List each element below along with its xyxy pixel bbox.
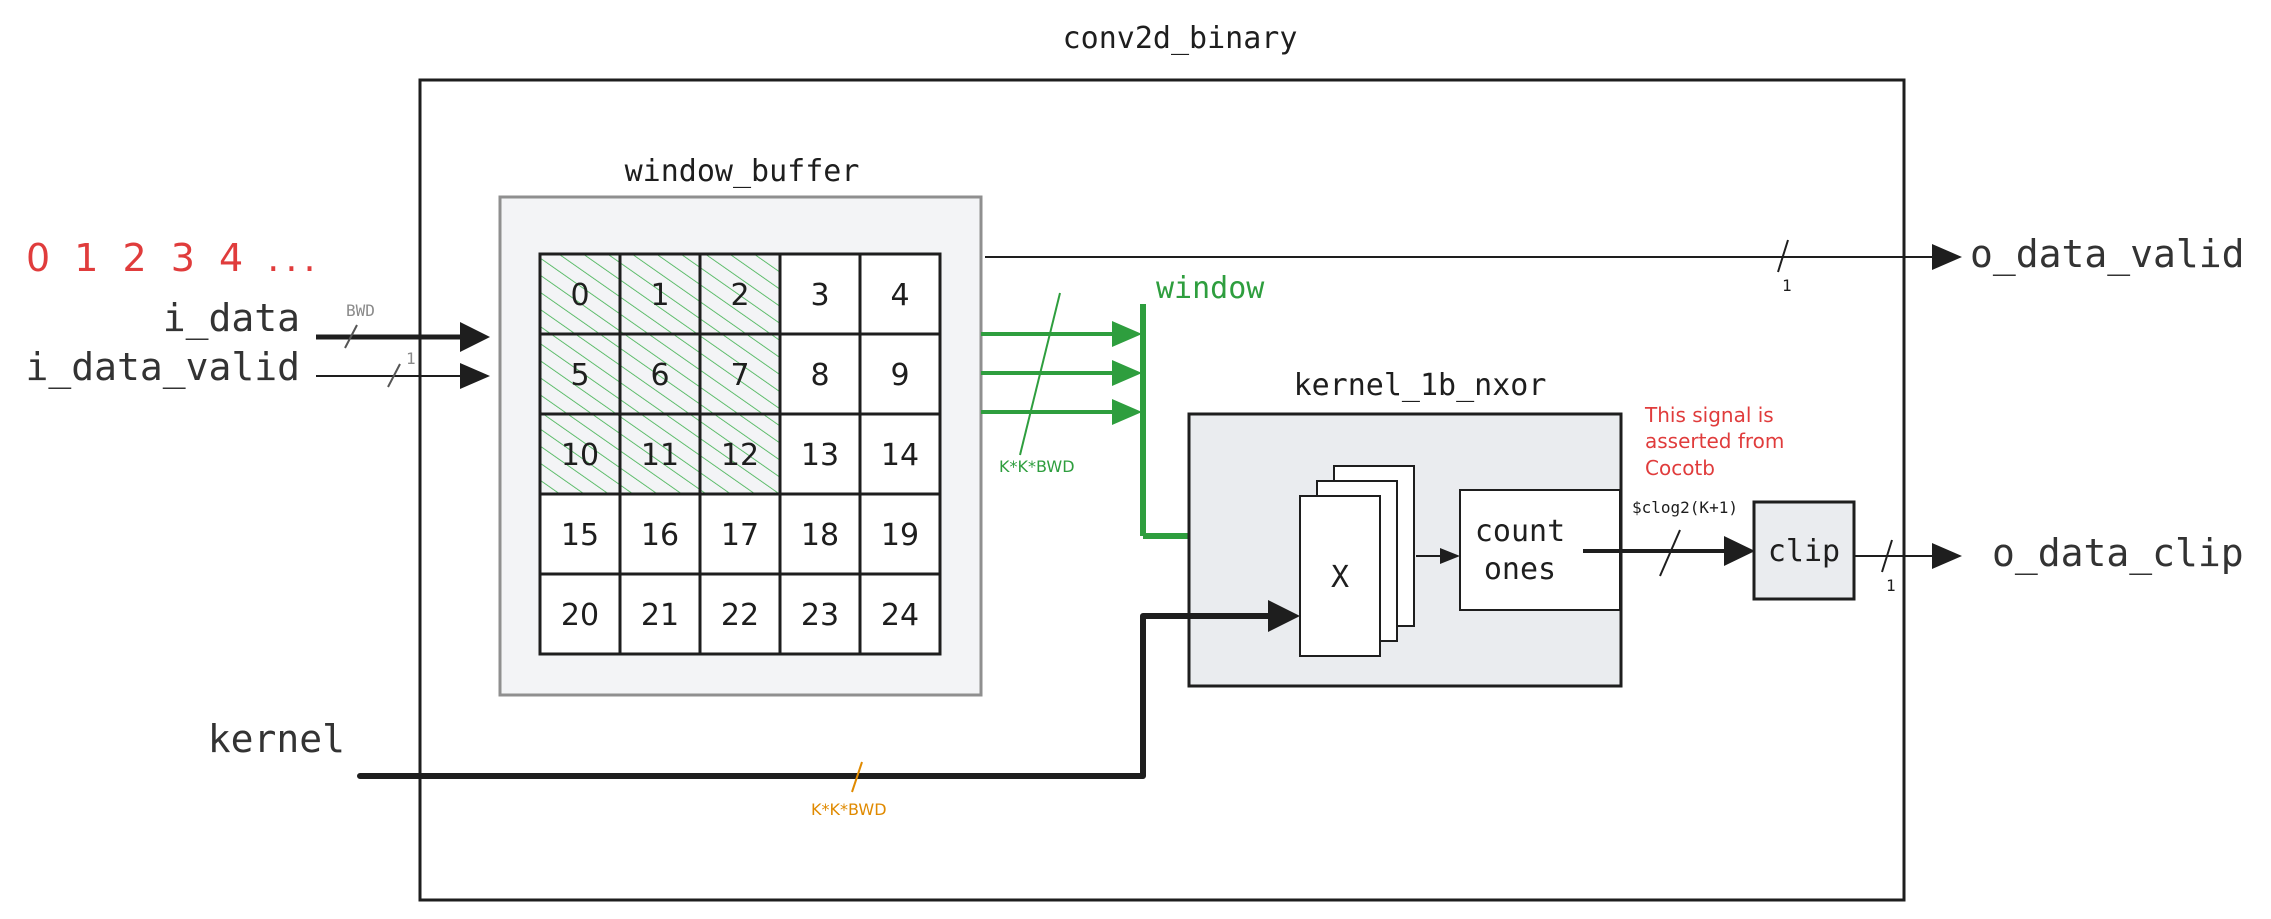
o-data-clip-bus-tick bbox=[1881, 539, 1893, 573]
grid-cell-label: 3 bbox=[810, 278, 829, 313]
grid-cell-label: 23 bbox=[801, 598, 839, 633]
kernel-arrowhead bbox=[1268, 600, 1300, 632]
grid-cell bbox=[778, 572, 862, 656]
note-line-2: asserted from bbox=[1645, 429, 1784, 453]
grid-cell-label: 5 bbox=[570, 358, 589, 393]
o-data-valid-arrowhead bbox=[1932, 244, 1962, 270]
kernel-block-title: kernel_1b_nxor bbox=[1294, 368, 1547, 403]
grid-cell-label: 17 bbox=[721, 518, 759, 553]
port-o-data-clip: o_data_clip bbox=[1992, 531, 2244, 576]
grid-cell bbox=[618, 492, 702, 576]
grid-cell-label: 10 bbox=[561, 438, 599, 473]
count-to-clip-arrowhead bbox=[1724, 536, 1755, 566]
i-data-arrowhead bbox=[460, 322, 490, 352]
window-arrowhead-1 bbox=[1112, 321, 1142, 347]
diagram-title: conv2d_binary bbox=[1063, 21, 1298, 56]
grid-cell bbox=[538, 572, 622, 656]
width-kernel: K*K*BWD bbox=[811, 800, 887, 819]
count-bus-tick bbox=[1659, 529, 1681, 577]
kernel-bus-tick bbox=[851, 761, 863, 793]
grid-cell-label: 0 bbox=[570, 278, 589, 313]
grid-cell bbox=[778, 332, 862, 416]
width-i-data-valid: 1 bbox=[406, 349, 416, 368]
mult-to-count-arrowhead bbox=[1440, 548, 1460, 564]
grid-cell-label: 19 bbox=[881, 518, 919, 553]
grid-cell-label: 20 bbox=[561, 598, 599, 633]
clip-label: clip bbox=[1768, 534, 1840, 569]
i-data-valid-bus-tick bbox=[387, 363, 401, 388]
window-buffer-title: window_buffer bbox=[625, 154, 860, 189]
window-arrowhead-3 bbox=[1112, 399, 1142, 425]
module-boundary bbox=[418, 78, 1906, 902]
grid-cell-label: 1 bbox=[650, 278, 669, 313]
kernel-wire bbox=[357, 613, 1275, 779]
o-data-valid-bus-tick bbox=[1777, 239, 1789, 273]
grid-cell bbox=[698, 412, 782, 496]
grid-cell bbox=[698, 332, 782, 416]
width-o-data-valid: 1 bbox=[1782, 276, 1792, 295]
grid-cell-label: 13 bbox=[801, 438, 839, 473]
input-sequence: 0 1 2 3 4 ... bbox=[26, 236, 322, 280]
grid-cell bbox=[858, 252, 942, 336]
count-ones-label-1: count bbox=[1475, 514, 1565, 549]
width-window: K*K*BWD bbox=[999, 457, 1075, 476]
grid-cell-label: 14 bbox=[881, 438, 919, 473]
grid-cell-label: 4 bbox=[890, 278, 909, 313]
grid-cell-label: 6 bbox=[650, 358, 669, 393]
multiplier-block bbox=[1299, 495, 1381, 657]
port-o-data-valid: o_data_valid bbox=[1970, 232, 2245, 277]
grid-cell-label: 11 bbox=[641, 438, 679, 473]
port-i-data-valid: i_data_valid bbox=[25, 345, 300, 390]
port-i-data: i_data bbox=[163, 296, 300, 341]
grid-cell bbox=[538, 492, 622, 576]
grid-cell-label: 15 bbox=[561, 518, 599, 553]
grid-cell-label: 18 bbox=[801, 518, 839, 553]
grid-cell-label: 24 bbox=[881, 598, 919, 633]
grid-cell-label: 8 bbox=[810, 358, 829, 393]
grid-cell-label: 7 bbox=[730, 358, 749, 393]
grid-cell-label: 16 bbox=[641, 518, 679, 553]
grid-cell bbox=[858, 332, 942, 416]
grid-cell bbox=[618, 412, 702, 496]
grid-cell-label: 21 bbox=[641, 598, 679, 633]
window-bus-tick bbox=[1019, 292, 1061, 456]
o-data-clip-arrowhead bbox=[1932, 543, 1962, 569]
note-line-1: This signal is bbox=[1644, 403, 1774, 427]
width-i-data: BWD bbox=[346, 301, 375, 320]
i-data-valid-arrowhead bbox=[460, 363, 490, 389]
grid-cell bbox=[858, 572, 942, 656]
grid-cell-label: 22 bbox=[721, 598, 759, 633]
grid-cell bbox=[618, 332, 702, 416]
clip-block bbox=[1752, 500, 1856, 601]
i-data-bus-tick bbox=[344, 324, 358, 349]
count-ones-label-2: ones bbox=[1484, 552, 1556, 587]
window-label: window bbox=[1156, 271, 1265, 306]
note-line-3: Cocotb bbox=[1645, 456, 1715, 480]
width-o-data-clip: 1 bbox=[1886, 576, 1896, 595]
multiplier-label: X bbox=[1331, 560, 1349, 595]
grid-cell-label: 12 bbox=[721, 438, 759, 473]
width-count: $clog2(K+1) bbox=[1632, 498, 1738, 517]
grid-cell-label: 9 bbox=[890, 358, 909, 393]
grid-cell bbox=[618, 572, 702, 656]
window-arrowhead-2 bbox=[1112, 360, 1142, 386]
port-kernel: kernel bbox=[208, 717, 345, 761]
grid-cell-label: 2 bbox=[730, 278, 749, 313]
